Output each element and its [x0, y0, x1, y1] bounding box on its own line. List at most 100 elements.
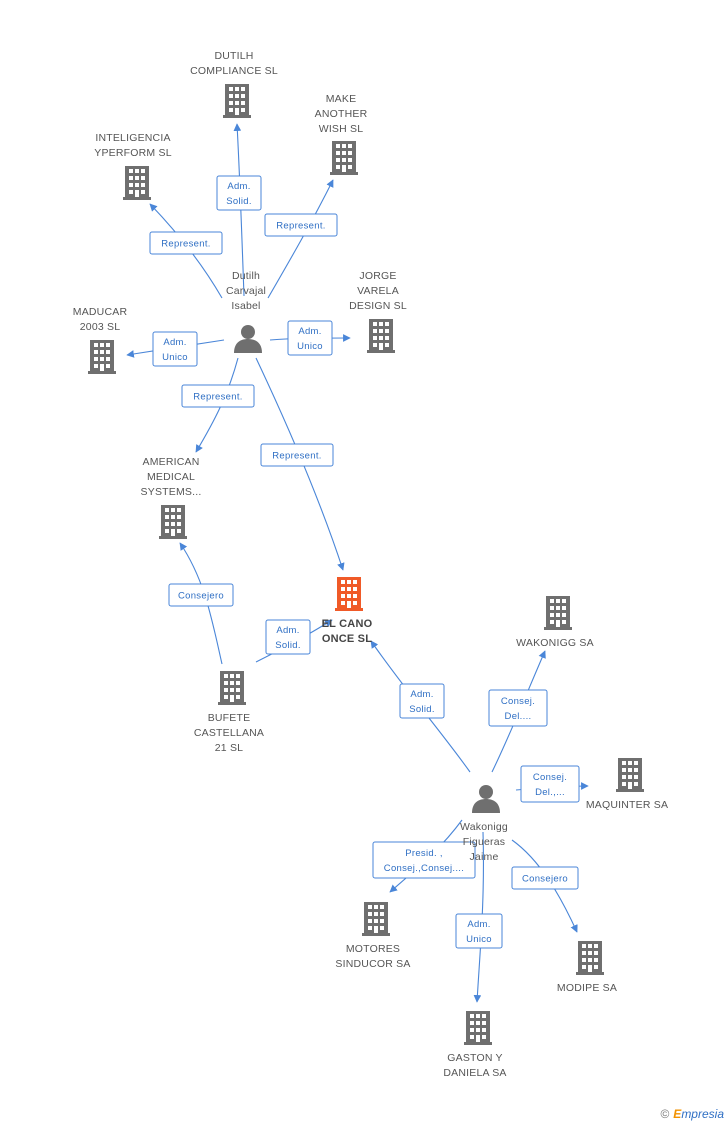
building-icon[interactable]: [88, 340, 116, 374]
building-icon[interactable]: [616, 758, 644, 792]
building-icon[interactable]: [123, 166, 151, 200]
edge-label-box[interactable]: [520, 765, 580, 803]
person-icon[interactable]: [472, 785, 500, 813]
node-label: WISH SL: [319, 123, 364, 135]
edge-label-text: Adm.: [163, 337, 186, 348]
edge-label-box[interactable]: [168, 583, 234, 607]
empresia-watermark: ©Empresia: [660, 1107, 724, 1121]
building-icon[interactable]: [335, 577, 363, 611]
edge-label-box[interactable]: [260, 443, 334, 467]
edge-wakonigg_person-to-el_cano: Adm. Solid.: [370, 640, 471, 773]
node-label: EL CANO: [322, 618, 373, 630]
node-label: WAKONIGG SA: [516, 637, 594, 649]
node-label: 2003 SL: [80, 321, 121, 333]
edge-label-text: Del.,...: [535, 787, 565, 798]
edge-label-box[interactable]: [455, 913, 503, 949]
node-gaston[interactable]: GASTON Y DANIELA SA: [443, 1011, 506, 1079]
edge-label-box[interactable]: [265, 619, 311, 655]
edge-label-text: Unico: [297, 341, 323, 352]
node-label: SYSTEMS...: [141, 486, 202, 498]
edge-line: [267, 179, 334, 299]
node-motores[interactable]: MOTORES SINDUCOR SA: [335, 902, 410, 970]
building-icon[interactable]: [367, 319, 395, 353]
edge-dutilh_person-to-american_medical: Represent.: [181, 357, 255, 453]
node-label: SINDUCOR SA: [335, 958, 410, 970]
node-label: DUTILH: [214, 50, 253, 62]
edge-wakonigg_person-to-gaston: Adm. Unico: [455, 831, 503, 1003]
person-icon[interactable]: [234, 325, 262, 353]
node-wakonigg_sa[interactable]: WAKONIGG SA: [516, 596, 594, 649]
node-label: COMPLIANCE SL: [190, 65, 278, 77]
node-label: ONCE SL: [322, 633, 372, 645]
edge-label-text: Adm.: [276, 625, 299, 636]
edge-label-text: Del....: [505, 711, 532, 722]
edge-label-box[interactable]: [149, 231, 223, 255]
node-maquinter[interactable]: MAQUINTER SA: [586, 758, 668, 811]
edge-dutilh_person-to-make_another: Represent.: [264, 179, 338, 299]
edge-label-box[interactable]: [372, 841, 476, 879]
edge-label-text: Represent.: [161, 239, 210, 250]
node-label: 21 SL: [215, 742, 243, 754]
building-icon[interactable]: [159, 505, 187, 539]
node-label: Isabel: [231, 300, 260, 312]
copyright-icon: ©: [660, 1107, 670, 1121]
building-icon[interactable]: [330, 141, 358, 175]
node-el_cano[interactable]: EL CANO ONCE SL: [322, 577, 373, 645]
edge-label-text: Represent.: [276, 221, 325, 232]
node-label: MAQUINTER SA: [586, 799, 668, 811]
edge-label-box[interactable]: [488, 689, 548, 727]
edge-label-text: Consej.: [501, 696, 535, 707]
brand-initial: E: [673, 1107, 682, 1121]
node-dutilh_compliance[interactable]: DUTILH COMPLIANCE SL: [190, 50, 278, 118]
edge-label-text: Unico: [162, 352, 188, 363]
edge-label-text: Represent.: [193, 392, 242, 403]
edge-dutilh_person-to-el_cano: Represent.: [255, 357, 345, 571]
node-label: INTELIGENCIA: [95, 132, 170, 144]
edge-label-text: Adm.: [410, 689, 433, 700]
edge-label-text: Represent.: [272, 451, 321, 462]
edge-wakonigg_person-to-motores: Presid. ,Consej.,Consej....: [372, 819, 476, 893]
edge-label-box[interactable]: [399, 683, 445, 719]
edge-label-box[interactable]: [264, 213, 338, 237]
node-label: Jaime: [469, 851, 498, 863]
node-label: MOTORES: [346, 943, 400, 955]
node-label: GASTON Y: [447, 1052, 502, 1064]
building-icon[interactable]: [544, 596, 572, 630]
edge-wakonigg_person-to-maquinter: Consej.Del.,...: [515, 765, 589, 803]
node-label: JORGE: [359, 270, 396, 282]
edge-label-text: Unico: [466, 934, 492, 945]
edge-label-text: Solid.: [409, 704, 435, 715]
edge-label-box[interactable]: [511, 866, 579, 890]
edge-dutilh_person-to-maducar: Adm. Unico: [126, 331, 225, 367]
edge-label-text: Consej.,Consej....: [384, 863, 464, 874]
node-modipe[interactable]: MODIPE SA: [557, 941, 617, 994]
edge-label-box[interactable]: [287, 320, 333, 356]
node-label: Dutilh: [232, 270, 260, 282]
node-label: MODIPE SA: [557, 982, 617, 994]
node-label: MAKE: [326, 93, 357, 105]
building-icon[interactable]: [576, 941, 604, 975]
node-label: DANIELA SA: [443, 1067, 506, 1079]
edge-wakonigg_person-to-modipe: Consejero: [511, 839, 579, 933]
edge-label-text: Consejero: [522, 874, 568, 885]
edge-label-box[interactable]: [152, 331, 198, 367]
edge-label-box[interactable]: [181, 384, 255, 408]
node-american_medical[interactable]: AMERICANMEDICALSYSTEMS...: [141, 456, 202, 539]
node-label: MEDICAL: [147, 471, 195, 483]
building-icon[interactable]: [464, 1011, 492, 1045]
edge-label-box[interactable]: [216, 175, 262, 211]
building-icon[interactable]: [223, 84, 251, 118]
building-icon[interactable]: [362, 902, 390, 936]
edge-label-text: Adm.: [467, 919, 490, 930]
edge-label-text: Solid.: [226, 196, 252, 207]
building-icon[interactable]: [218, 671, 246, 705]
